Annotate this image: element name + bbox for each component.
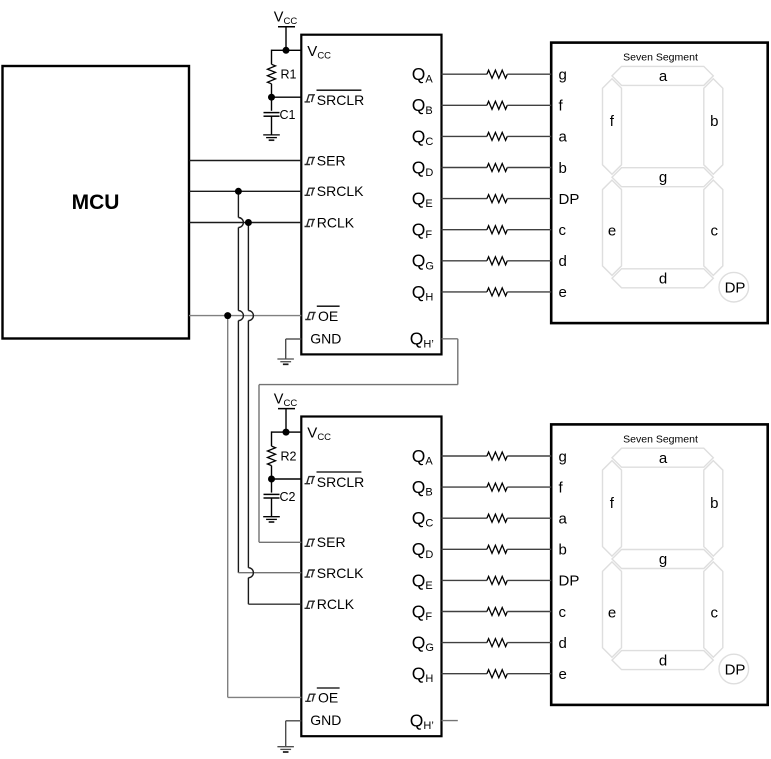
svg-text:MCU: MCU [72, 191, 120, 214]
svg-text:C2: C2 [280, 490, 296, 504]
svg-text:e: e [559, 284, 567, 301]
svg-text:R1: R1 [281, 68, 297, 82]
svg-text:a: a [559, 129, 568, 146]
svg-text:b: b [559, 542, 567, 559]
svg-text:f: f [559, 98, 564, 115]
svg-text:a: a [559, 511, 568, 528]
svg-text:SRCLR: SRCLR [317, 474, 364, 490]
svg-text:g: g [559, 448, 567, 465]
svg-text:DP: DP [559, 191, 580, 208]
svg-text:OE: OE [318, 690, 338, 706]
svg-text:d: d [659, 271, 667, 288]
svg-text:DP: DP [725, 661, 746, 678]
svg-text:GND: GND [310, 330, 341, 346]
svg-text:c: c [559, 222, 567, 239]
svg-text:b: b [710, 495, 718, 512]
svg-text:SRCLK: SRCLK [317, 183, 364, 199]
svg-text:SER: SER [317, 152, 346, 168]
svg-text:d: d [559, 253, 567, 270]
svg-text:g: g [659, 551, 667, 568]
svg-text:a: a [659, 68, 668, 85]
svg-text:DP: DP [559, 573, 580, 590]
svg-text:e: e [608, 604, 616, 621]
svg-text:C1: C1 [280, 108, 296, 122]
svg-text:g: g [659, 169, 667, 186]
svg-text:f: f [559, 479, 564, 496]
svg-text:RCLK: RCLK [317, 596, 355, 612]
svg-text:c: c [559, 604, 567, 621]
svg-text:e: e [559, 666, 567, 683]
svg-text:c: c [711, 604, 719, 621]
svg-text:RCLK: RCLK [317, 214, 355, 230]
svg-text:f: f [610, 113, 615, 130]
svg-text:SRCLR: SRCLR [317, 92, 364, 108]
svg-text:g: g [559, 67, 567, 84]
svg-text:Seven Segment: Seven Segment [623, 433, 698, 445]
svg-text:OE: OE [318, 308, 338, 324]
svg-text:GND: GND [310, 712, 341, 728]
svg-text:b: b [710, 113, 718, 130]
svg-text:SRCLK: SRCLK [317, 565, 364, 581]
svg-text:R2: R2 [281, 449, 297, 463]
svg-text:e: e [608, 223, 616, 240]
svg-text:SER: SER [317, 534, 346, 550]
svg-text:b: b [559, 160, 567, 177]
svg-text:c: c [711, 223, 719, 240]
svg-text:d: d [559, 635, 567, 652]
svg-text:a: a [659, 450, 668, 467]
svg-text:f: f [610, 495, 615, 512]
svg-text:Seven Segment: Seven Segment [623, 52, 698, 64]
svg-text:d: d [659, 652, 667, 669]
svg-text:DP: DP [725, 280, 746, 297]
